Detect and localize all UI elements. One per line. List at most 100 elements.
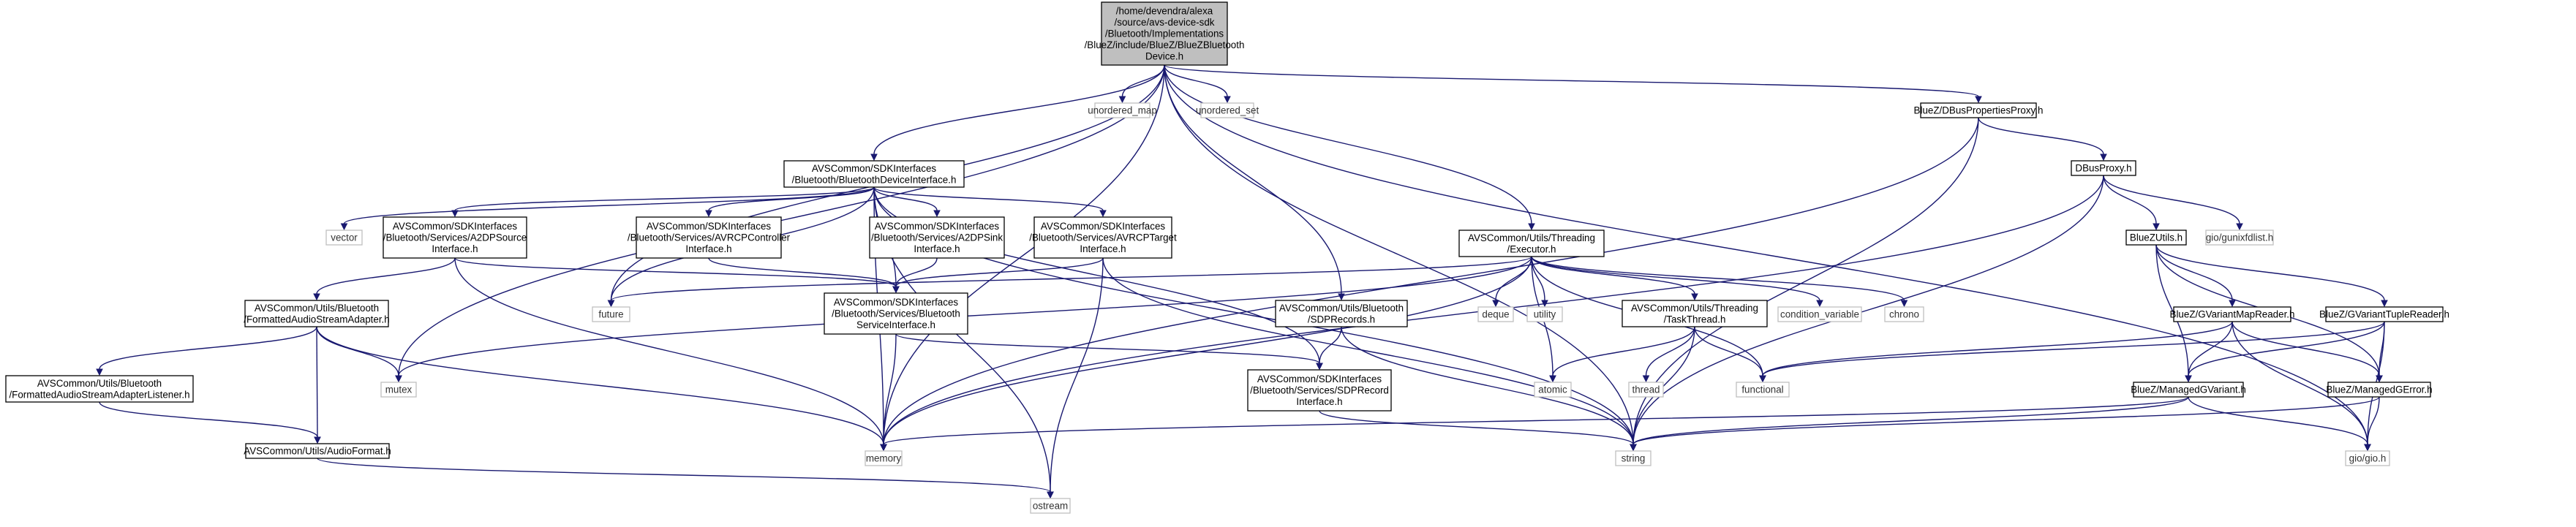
node-service-if[interactable]: AVSCommon/SDKInterfaces/Bluetooth/Servic…: [824, 292, 968, 335]
node-label-line: gio/gunixfdlist.h: [2206, 232, 2273, 243]
edge-line: [883, 333, 897, 445]
node-label-line: unordered_set: [1196, 105, 1259, 116]
edge-avrcp-target-to-service-if: [892, 257, 1104, 294]
node-label-line: memory: [866, 453, 902, 464]
node-label-line: Interface.h: [914, 243, 960, 254]
node-label-line: AVSCommon/Utils/Bluetooth: [1279, 303, 1404, 314]
edge-bt-device-if-to-a2dp-sink: [873, 186, 941, 218]
node-box: [383, 216, 527, 259]
edge-line: [317, 458, 1051, 493]
edge-fmt-stream-adapter-to-fmt-stream-listener: [96, 326, 317, 376]
node-box: [1200, 102, 1254, 118]
edge-arrowhead: [451, 210, 459, 218]
node-box: [2133, 382, 2244, 398]
node-bluez-utils[interactable]: BlueZUtils.h: [2125, 230, 2187, 246]
node-fmt-stream-adapter[interactable]: AVSCommon/Utils/Bluetooth/FormattedAudio…: [244, 300, 390, 327]
node-bt-device-if[interactable]: AVSCommon/SDKInterfaces/Bluetooth/Blueto…: [783, 160, 965, 188]
edge-arrowhead: [314, 436, 321, 444]
node-avrcp-target[interactable]: AVSCommon/SDKInterfaces/Bluetooth/Servic…: [1029, 216, 1177, 259]
node-label-line: /Bluetooth/Services/AVRCPController: [628, 232, 791, 243]
node-label-line: functional: [1741, 384, 1783, 395]
edge-arrowhead: [870, 153, 878, 162]
edge-line: [1164, 64, 1634, 445]
node-box: [5, 375, 194, 403]
edge-line: [1762, 321, 2233, 376]
node-a2dp-sink[interactable]: AVSCommon/SDKInterfaces/Bluetooth/Servic…: [869, 216, 1005, 259]
edge-arrowhead: [1316, 363, 1323, 371]
node-chrono: chrono: [1884, 306, 1924, 322]
edge-line: [708, 257, 897, 287]
node-box: [592, 306, 630, 322]
node-label-line: chrono: [1889, 309, 1919, 320]
edge-line: [883, 117, 1979, 445]
node-functional: functional: [1736, 382, 1790, 398]
node-box: [1526, 306, 1563, 322]
edge-arrowhead: [2364, 444, 2371, 452]
node-label-line: DBusProxy.h: [2075, 163, 2131, 174]
node-unordered-set: unordered_set: [1196, 102, 1259, 118]
node-box: [1628, 382, 1664, 398]
edge-line: [1319, 326, 1342, 364]
node-box: [636, 216, 782, 259]
edge-line: [2103, 175, 2240, 224]
node-managed-gvariant[interactable]: BlueZ/ManagedGVariant.h: [2131, 382, 2246, 398]
edge-line: [1531, 256, 1820, 301]
node-audio-format[interactable]: AVSCommon/Utils/AudioFormat.h: [244, 443, 391, 459]
edge-arrowhead: [96, 368, 103, 376]
edge-arrowhead: [705, 210, 712, 218]
edge-line: [1632, 326, 1695, 445]
node-label-line: AVSCommon/SDKInterfaces: [812, 163, 936, 174]
edge-arrowhead: [2153, 223, 2160, 231]
node-box: [1622, 300, 1768, 327]
node-box: [865, 450, 903, 466]
node-label-line: AVSCommon/Utils/Bluetooth: [255, 303, 379, 314]
edge-arrowhead: [1816, 300, 1823, 308]
node-executor[interactable]: AVSCommon/Utils/Threading/Executor.h: [1458, 230, 1605, 257]
edge-dbus-proxy-to-bluez-utils: [2103, 175, 2160, 231]
node-gvariant-tuple-reader[interactable]: BlueZ/GVariantTupleReader.h: [2319, 306, 2449, 322]
node-fmt-stream-listener[interactable]: AVSCommon/Utils/Bluetooth/FormattedAudio…: [5, 375, 194, 403]
node-box: [2173, 306, 2291, 322]
edge-arrowhead: [1118, 96, 1126, 104]
node-task-thread[interactable]: AVSCommon/Utils/Threading/TaskThread.h: [1622, 300, 1768, 327]
node-label-line: /Bluetooth/Services/A2DPSource: [383, 232, 527, 243]
edge-arrowhead: [2185, 375, 2192, 383]
node-label-line: Interface.h: [685, 243, 731, 254]
node-managed-gerror[interactable]: BlueZ/ManagedGError.h: [2326, 382, 2433, 398]
node-label-line: thread: [1632, 384, 1660, 395]
node-dbus-proxy[interactable]: DBusProxy.h: [2071, 160, 2136, 176]
node-a2dp-source[interactable]: AVSCommon/SDKInterfaces/Bluetooth/Servic…: [383, 216, 527, 259]
edge-line: [1164, 64, 1342, 295]
edge-line: [316, 257, 456, 295]
node-label-line: /FormattedAudioStreamAdapterListener.h: [9, 389, 189, 400]
edge-fmt-stream-adapter-to-audio-format: [314, 326, 321, 444]
node-label-line: /source/avs-device-sdk: [1115, 17, 1215, 28]
edge-executor-to-deque: [1492, 256, 1532, 308]
node-sdp-record-if[interactable]: AVSCommon/SDKInterfaces/Bluetooth/Servic…: [1247, 369, 1392, 412]
edge-managed-gerror-to-string: [1630, 396, 2380, 452]
edge-arrowhead: [880, 444, 887, 452]
edge-line: [454, 186, 875, 211]
node-dbus-props[interactable]: BlueZ/DBusPropertiesProxy.h: [1914, 102, 2044, 118]
edge-sdp-records-to-sdp-record-if: [1316, 326, 1342, 371]
edge-line: [1495, 256, 1532, 301]
edge-gvariant-map-reader-to-managed-gvariant: [2185, 321, 2233, 383]
node-avrcp-ctrl[interactable]: AVSCommon/SDKInterfaces/Bluetooth/Servic…: [628, 216, 791, 259]
node-box: [2205, 230, 2274, 246]
node-deque: deque: [1477, 306, 1514, 322]
node-gvariant-map-reader[interactable]: BlueZ/GVariantMapReader.h: [2170, 306, 2295, 322]
edge-arrowhead: [1691, 293, 1698, 301]
edge-arrowhead: [1099, 210, 1107, 218]
edge-executor-to-future: [607, 256, 1532, 308]
node-root[interactable]: /home/devendra/alexa/source/avs-device-s…: [1085, 1, 1245, 66]
edge-arrowhead: [1528, 223, 1535, 231]
node-label-line: /Executor.h: [1507, 243, 1556, 254]
node-box: [1101, 1, 1228, 66]
edge-arrowhead: [1492, 300, 1499, 308]
node-box: [1534, 382, 1572, 398]
node-utility: utility: [1526, 306, 1563, 322]
node-label-line: /TaskThread.h: [1664, 314, 1726, 325]
node-sdp-records[interactable]: AVSCommon/Utils/Bluetooth/SDPRecords.h: [1275, 300, 1408, 327]
node-gunixfdlist: gio/gunixfdlist.h: [2205, 230, 2274, 246]
edge-line: [454, 257, 884, 445]
